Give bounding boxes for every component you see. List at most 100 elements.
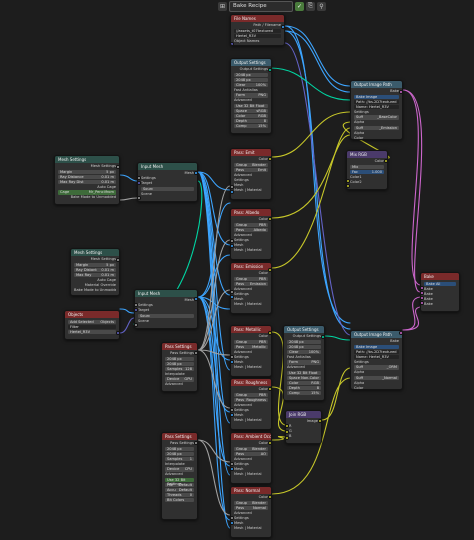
socket-b-input[interactable]: [286, 436, 289, 440]
advanced-toggle[interactable]: Advanced: [234, 98, 252, 102]
socket-mesh-input[interactable]: [231, 413, 234, 417]
node-input-mesh-top[interactable]: Input Mesh Mesh Settings Target Sourc Sc…: [137, 162, 198, 202]
node-tree-name-field[interactable]: Bake Recipe: [229, 0, 293, 12]
material-override-checkbox[interactable]: Material Override: [84, 282, 116, 287]
socket-output-settings[interactable]: [321, 335, 324, 339]
socket-settings-input[interactable]: [231, 290, 234, 294]
node-output-image-path-mid[interactable]: Output Image Path Bake Bake Image Path: …: [350, 330, 403, 390]
node-pass-settings-a[interactable]: Pass Settings Pass Settings 2048 px 2048…: [161, 342, 198, 392]
fake-user-check-icon[interactable]: ✓: [295, 1, 304, 11]
socket-settings-input[interactable]: [231, 185, 234, 189]
blend-mode-select[interactable]: Mix: [350, 164, 384, 169]
path-field[interactable]: Path: //bs.2D7textured: [354, 349, 399, 354]
socket-target-input[interactable]: [135, 308, 138, 312]
node-pass-ambient-occlusion[interactable]: Pass: Ambient Occlusion Color GroupBlend…: [230, 432, 272, 484]
socket-g-input[interactable]: [286, 430, 289, 434]
socket-mesh-output[interactable]: [194, 171, 197, 175]
socket-mesh-input[interactable]: [231, 467, 234, 471]
path-field[interactable]: Path: //bs.2D7textured: [354, 99, 399, 104]
socket-bake-output[interactable]: [399, 331, 402, 335]
height-field[interactable]: 2048 px: [287, 344, 321, 349]
suffix-field-1[interactable]: Suff_BaseColor: [354, 115, 399, 120]
fast-antialias-checkbox[interactable]: Fast Antialias: [287, 354, 311, 359]
bake-image-button[interactable]: Bake Image: [354, 94, 399, 99]
use-32-bit-settings-toggle[interactable]: Use 32 Bit Settings: [165, 477, 194, 486]
socket-bake-input-1[interactable]: [421, 286, 424, 290]
advanced-toggle[interactable]: Advanced: [234, 456, 252, 461]
socket-bake-input-2[interactable]: [421, 291, 424, 295]
auto-cage-checkbox[interactable]: Auto Cage: [97, 277, 116, 282]
socket-path-output[interactable]: [281, 25, 284, 29]
use-32-bit-toggle[interactable]: Use 32 Bit Float: [234, 103, 268, 108]
socket-color-output[interactable]: [268, 387, 271, 391]
source-field[interactable]: Sourc: [141, 186, 194, 191]
advanced-toggle[interactable]: Advanced: [234, 172, 252, 177]
height-field[interactable]: 2048 px: [165, 451, 194, 456]
socket-settings-input[interactable]: [231, 516, 234, 520]
advanced-toggle[interactable]: Advanced: [234, 510, 252, 515]
filter-input[interactable]: Filter: [68, 324, 116, 329]
socket-color-output[interactable]: [268, 268, 271, 272]
node-output-image-path-top[interactable]: Output Image Path Bake Bake Image Path: …: [350, 80, 403, 140]
socket-target-input[interactable]: [138, 181, 141, 185]
advanced-toggle[interactable]: Advanced: [234, 402, 252, 407]
suffix-field-2[interactable]: Suff_Normal: [354, 375, 399, 380]
socket-color-output[interactable]: [268, 331, 271, 335]
socket-r-input[interactable]: [286, 424, 289, 428]
socket-mesh-input[interactable]: [231, 190, 234, 194]
socket-scene-input[interactable]: [138, 196, 141, 200]
width-field[interactable]: 2048 px: [234, 72, 268, 77]
node-join-rgb[interactable]: Join RGB Image R G B: [285, 410, 322, 444]
advanced-toggle[interactable]: Advanced: [234, 232, 252, 237]
bit-colors-select[interactable]: Bit Colors: [165, 497, 194, 502]
node-output-settings-top[interactable]: Output Settings Output Settings 2048 px …: [230, 58, 272, 134]
interpolate-checkbox[interactable]: Interpolate: [165, 461, 185, 466]
socket-color1-input[interactable]: [347, 179, 350, 183]
source-field[interactable]: Sourc: [138, 313, 194, 318]
width-field[interactable]: 2048 px: [287, 339, 321, 344]
socket-settings-input[interactable]: [231, 239, 234, 243]
height-field[interactable]: 2048 px: [165, 361, 194, 366]
socket-mesh-settings[interactable]: [116, 165, 119, 169]
socket-color-output[interactable]: [384, 159, 387, 163]
socket-bake-input-4[interactable]: [421, 301, 424, 305]
height-field[interactable]: 2048 px: [234, 77, 268, 82]
bake-all-button[interactable]: Bake All: [424, 281, 456, 286]
socket-color-output[interactable]: [268, 495, 271, 499]
name-field[interactable]: Hertel_R3V: [234, 33, 281, 38]
